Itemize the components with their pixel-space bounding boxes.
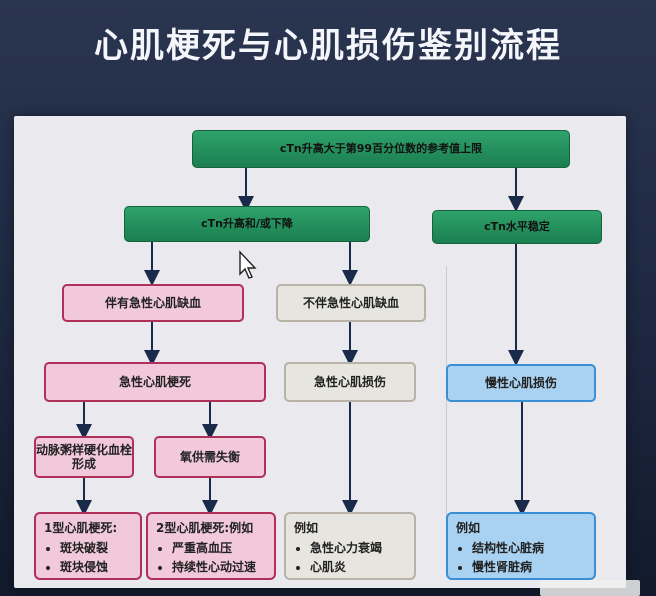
node-with-ischemia: 伴有急性心肌缺血: [62, 284, 244, 322]
node-atherothrombosis: 动脉粥样硬化血栓形成: [34, 436, 134, 478]
list-acute-injury-examples: 例如 急性心力衰竭 心肌炎: [284, 512, 416, 580]
watermark: [540, 580, 640, 596]
list-type2-mi: 2型心肌梗死:例如 严重高血压 持续性心动过速: [146, 512, 276, 580]
node-without-ischemia-label: 不伴急性心肌缺血: [302, 295, 399, 310]
node-supply-demand: 氧供需失衡: [154, 436, 266, 478]
node-without-ischemia: 不伴急性心肌缺血: [276, 284, 426, 322]
list-type1-mi: 1型心肌梗死: 斑块破裂 斑块侵蚀: [34, 512, 142, 580]
node-ctn-rise-fall-label: cTn升高和/或下降: [201, 217, 293, 231]
mouse-cursor-icon: [239, 250, 257, 279]
node-chronic-injury-label: 慢性心肌损伤: [484, 375, 557, 390]
divider-line: [446, 266, 447, 566]
list-chronic-injury-examples: 例如 结构性心脏病 慢性肾脏病: [446, 512, 596, 580]
node-chronic-injury: 慢性心肌损伤: [446, 364, 596, 402]
node-ctn-elevated-label: cTn升高大于第99百分位数的参考值上限: [279, 142, 483, 156]
list-item: 结构性心脏病: [472, 539, 586, 556]
node-acute-mi-label: 急性心肌梗死: [118, 374, 191, 389]
list-type2-mi-head: 2型心肌梗死:例如: [156, 521, 254, 535]
list-item: 斑块破裂: [60, 539, 132, 556]
node-ctn-stable: cTn水平稳定: [432, 210, 602, 244]
list-chronic-injury-examples-head: 例如: [456, 521, 481, 535]
node-acute-injury-label: 急性心肌损伤: [313, 374, 386, 389]
node-acute-mi: 急性心肌梗死: [44, 362, 266, 402]
node-atherothrombosis-label: 动脉粥样硬化血栓形成: [36, 442, 133, 471]
list-item: 斑块侵蚀: [60, 558, 132, 575]
list-item: 慢性肾脏病: [472, 558, 586, 575]
flowchart-slide: cTn升高大于第99百分位数的参考值上限 cTn升高和/或下降 cTn水平稳定 …: [14, 116, 626, 588]
node-ctn-rise-fall: cTn升高和/或下降: [124, 206, 370, 242]
list-item: 严重高血压: [172, 539, 266, 556]
list-item: 心肌炎: [310, 558, 406, 575]
list-type1-mi-head: 1型心肌梗死:: [44, 521, 118, 535]
node-supply-demand-label: 氧供需失衡: [179, 449, 240, 464]
node-ctn-elevated: cTn升高大于第99百分位数的参考值上限: [192, 130, 570, 168]
list-acute-injury-examples-head: 例如: [294, 521, 319, 535]
node-ctn-stable-label: cTn水平稳定: [484, 220, 550, 234]
slide-title: 心肌梗死与心肌损伤鉴别流程: [94, 26, 562, 66]
list-item: 持续性心动过速: [172, 558, 266, 575]
list-item: 急性心力衰竭: [310, 539, 406, 556]
node-with-ischemia-label: 伴有急性心肌缺血: [104, 295, 201, 310]
node-acute-injury: 急性心肌损伤: [284, 362, 416, 402]
